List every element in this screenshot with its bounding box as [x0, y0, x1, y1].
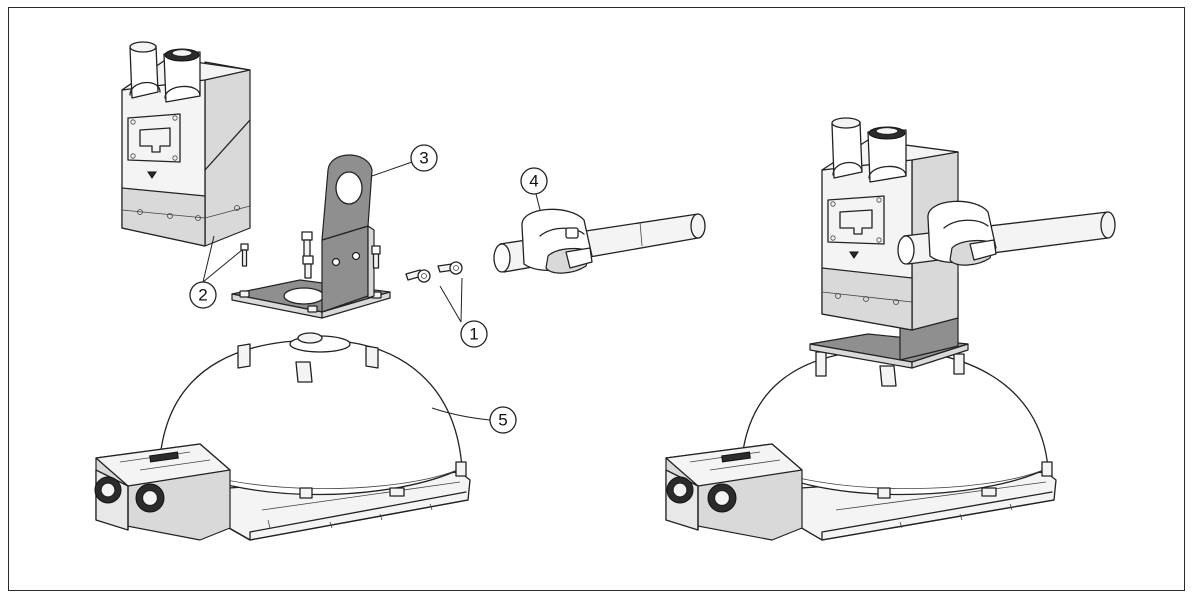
callout-5: 5	[431, 406, 517, 434]
screw-1-a	[405, 269, 431, 283]
sensor-camera-exploded	[121, 41, 251, 247]
mounting-bracket-exploded	[231, 154, 391, 319]
callout-1-label: 1	[469, 325, 478, 344]
rod-clamp-assembled	[897, 200, 1116, 266]
callout-4: 4	[520, 167, 548, 211]
callout-3: 3	[371, 144, 438, 177]
callout-1: 1	[439, 277, 488, 348]
callout-3-label: 3	[419, 149, 428, 168]
callout-4-label: 4	[529, 172, 538, 191]
protective-dome-exploded	[94, 332, 471, 541]
screw-2-left	[240, 243, 249, 267]
callout-2-label: 2	[198, 286, 207, 305]
screw-1-b	[437, 261, 463, 275]
callout-2: 2	[189, 235, 243, 309]
rod-clamp-exploded	[493, 208, 706, 274]
dome-assembled	[665, 349, 1057, 541]
callout-5-label: 5	[498, 411, 507, 430]
